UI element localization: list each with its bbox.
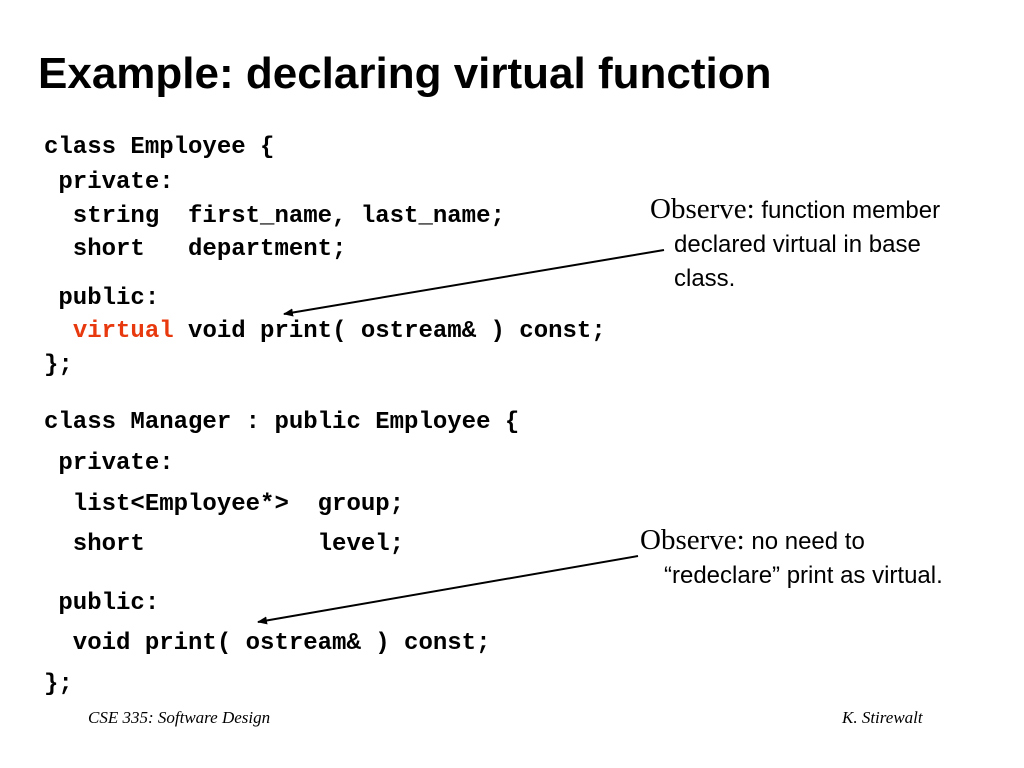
note-text: declared virtual in base bbox=[674, 231, 921, 258]
code-line: class Employee { bbox=[44, 134, 275, 161]
observe-note-redeclare: Observe: no need to “redeclare” print as… bbox=[640, 523, 943, 593]
observe-label: Observe: bbox=[650, 193, 755, 225]
code-line: short level; bbox=[44, 531, 405, 558]
code-line: private: bbox=[44, 169, 174, 196]
note-text: no need to bbox=[744, 528, 865, 555]
code-line-rest: void print( ostream& ) const; bbox=[173, 318, 606, 345]
footer-course: CSE 335: Software Design bbox=[88, 708, 271, 727]
code-line: list<Employee*> group; bbox=[44, 491, 405, 518]
code-line: string first_name, last_name; bbox=[44, 203, 505, 230]
note-text: “redeclare” print as virtual. bbox=[664, 562, 943, 589]
note-text: function member bbox=[754, 197, 941, 224]
virtual-keyword: virtual bbox=[72, 318, 174, 345]
code-line: void print( ostream& ) const; bbox=[44, 630, 491, 657]
arrow-to-virtual-print bbox=[283, 249, 665, 317]
footer-author: K. Stirewalt bbox=[842, 708, 923, 727]
observe-label: Observe: bbox=[640, 524, 745, 556]
code-line: }; bbox=[44, 671, 73, 698]
code-line-virtual-print: virtual void print( ostream& ) const; bbox=[44, 318, 606, 346]
code-line: class Manager : public Employee { bbox=[44, 409, 520, 436]
code-line: }; bbox=[44, 352, 73, 379]
code-line: private: bbox=[44, 450, 174, 477]
code-line: public: bbox=[44, 285, 160, 312]
slide-title: Example: declaring virtual function bbox=[38, 49, 772, 98]
note-text: class. bbox=[674, 265, 736, 292]
code-line: public: bbox=[44, 590, 160, 617]
code-line: short department; bbox=[44, 236, 347, 263]
observe-note-virtual-base: Observe: function member declared virtua… bbox=[650, 192, 940, 296]
arrow-to-manager-print bbox=[257, 555, 639, 625]
